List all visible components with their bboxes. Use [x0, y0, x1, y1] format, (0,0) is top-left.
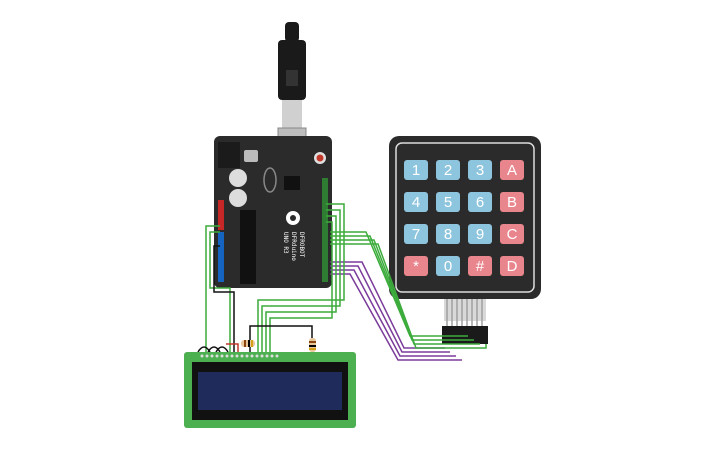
keypad-key[interactable]: C [500, 224, 524, 244]
keypad-key[interactable]: D [500, 256, 524, 276]
lcd-pins [200, 354, 279, 358]
keypad-key-label: 6 [476, 194, 484, 211]
keypad-key[interactable]: 0 [436, 256, 460, 276]
lcd-16x2 [184, 352, 356, 428]
keypad-key-label: 7 [412, 226, 420, 243]
lcd-pin [220, 354, 224, 358]
lcd-pin [245, 354, 249, 358]
keypad-key[interactable]: 7 [404, 224, 428, 244]
board-logo [286, 211, 300, 225]
keypad-key[interactable]: A [500, 160, 524, 180]
keypad-key[interactable]: 5 [436, 192, 460, 212]
lcd-pin [275, 354, 279, 358]
keypad-key-label: 0 [444, 258, 452, 275]
keypad-key-label: 2 [444, 162, 452, 179]
keypad-key-label: 4 [412, 194, 420, 211]
keypad-key[interactable]: # [468, 256, 492, 276]
lcd-pin [200, 354, 204, 358]
lcd-pin [250, 354, 254, 358]
keypad-key[interactable]: 4 [404, 192, 428, 212]
board-label-1: DFROBOT [298, 232, 305, 258]
keypad-key-label: 5 [444, 194, 452, 211]
keypad-key-label: 1 [412, 162, 420, 179]
keypad-key[interactable]: 3 [468, 160, 492, 180]
resistor-1 [241, 340, 255, 347]
lcd-pin [255, 354, 259, 358]
keypad-key[interactable]: 6 [468, 192, 492, 212]
lcd-pin [225, 354, 229, 358]
keypad-key[interactable]: B [500, 192, 524, 212]
lcd-pin [240, 354, 244, 358]
lcd-pin [270, 354, 274, 358]
keypad-key-label: * [413, 258, 419, 275]
keypad-connector [442, 326, 488, 344]
keypad-key[interactable]: * [404, 256, 428, 276]
lcd-pin [260, 354, 264, 358]
resistor-2 [309, 338, 316, 352]
keypad-key-label: 9 [476, 226, 484, 243]
lcd-pin [210, 354, 214, 358]
keypad-key-label: 3 [476, 162, 484, 179]
lcd-pin [265, 354, 269, 358]
keypad-keys: 1 2 3 A 4 5 6 B 7 8 9 C * 0 # D [404, 160, 524, 276]
lcd-screen [198, 372, 342, 410]
board-label-2: DFRduino [290, 232, 297, 261]
keypad-ribbon [446, 299, 483, 326]
keypad-key-label: D [507, 258, 518, 275]
lcd-pin [215, 354, 219, 358]
keypad-key-label: B [507, 194, 517, 211]
board-label-3: UNO R3 [282, 232, 289, 254]
keypad-key[interactable]: 1 [404, 160, 428, 180]
keypad-key[interactable]: 8 [436, 224, 460, 244]
keypad-key-label: 8 [444, 226, 452, 243]
arduino-uno-board: DFROBOT DFRduino UNO R3 [214, 136, 332, 288]
keypad-key-label: C [507, 226, 518, 243]
keypad-key[interactable]: 2 [436, 160, 460, 180]
keypad-key[interactable]: 9 [468, 224, 492, 244]
lcd-pin [205, 354, 209, 358]
lcd-pin [230, 354, 234, 358]
lcd-wires [197, 203, 345, 353]
lcd-pin [235, 354, 239, 358]
keypad-key-label: # [476, 258, 485, 275]
keypad-key-label: A [507, 162, 517, 179]
keypad-4x4: 1 2 3 A 4 5 6 B 7 8 9 C * 0 # D [389, 136, 541, 344]
